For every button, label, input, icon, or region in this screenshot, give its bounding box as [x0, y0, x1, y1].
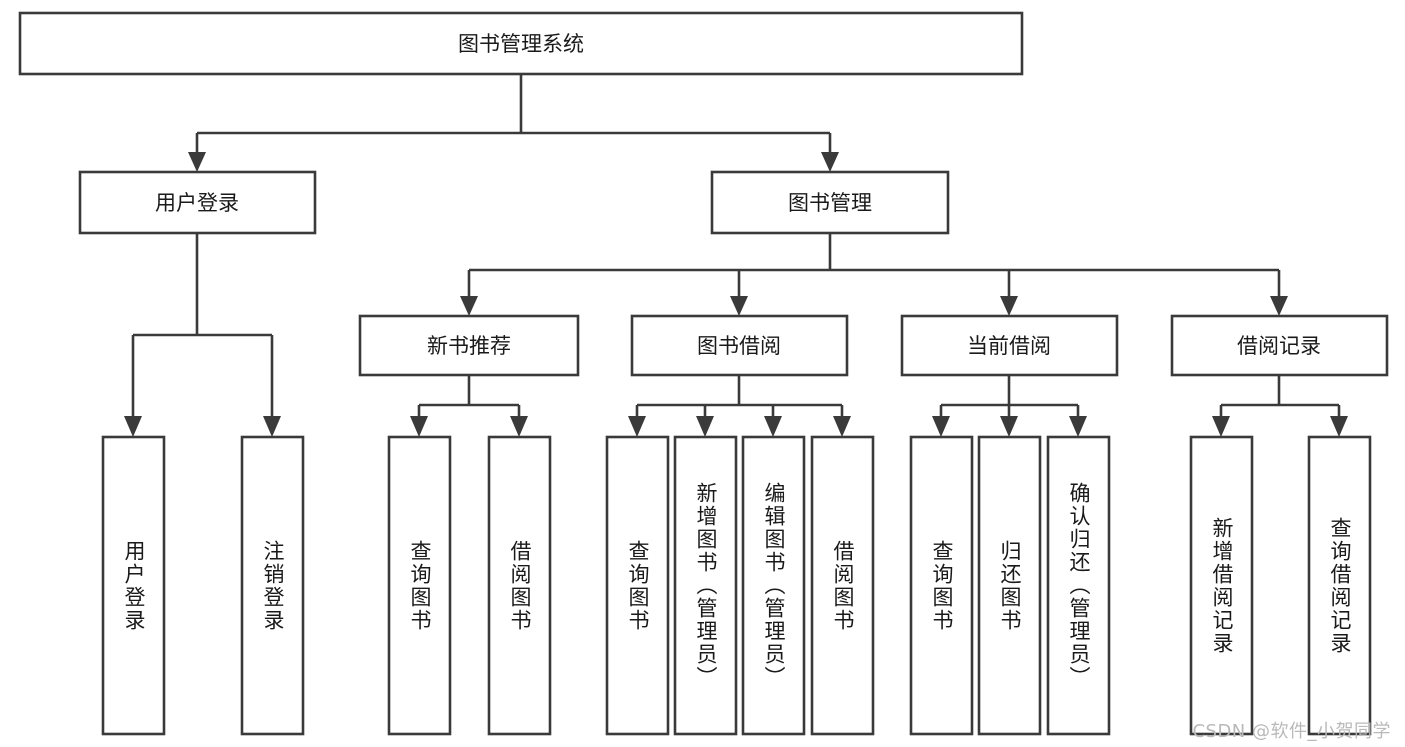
node-leaf-edit-book[interactable] — [741, 435, 806, 736]
node-new-book-rec[interactable] — [358, 314, 580, 377]
arrowhead-leaf-edit-book — [764, 416, 782, 437]
node-root-label: 图书管理系统 — [458, 32, 584, 56]
node-leaf-query-book-1[interactable] — [387, 435, 452, 736]
arrowhead-leaf-return-book — [1000, 416, 1018, 437]
node-leaf-query-book-2[interactable] — [605, 435, 670, 736]
node-borrow-record-label: 借阅记录 — [1237, 334, 1321, 358]
node-leaf-confirm-return[interactable] — [1046, 435, 1111, 736]
node-leaf-add-book[interactable] — [673, 435, 738, 736]
arrowhead-user-login — [188, 152, 206, 172]
node-leaf-return-book[interactable] — [977, 435, 1042, 736]
node-borrow-record[interactable] — [1170, 314, 1389, 377]
arrowhead-leaf-query-book-2 — [628, 416, 646, 437]
node-current-borrow-label: 当前借阅 — [967, 334, 1051, 358]
arrowhead-book-manage — [821, 152, 839, 172]
arrowhead-leaf-query-book-1 — [410, 416, 428, 437]
arrowhead-borrow-record — [1270, 296, 1288, 316]
node-layer: 图书管理系统 用户登录 图书管理 新书推荐 图书借阅 当前借阅 借阅记录 — [18, 11, 1389, 736]
arrowhead-leaf-query-record — [1330, 416, 1348, 437]
connector-layer — [124, 74, 1348, 437]
arrowhead-leaf-confirm-return — [1069, 416, 1087, 437]
node-book-manage-label: 图书管理 — [788, 191, 872, 215]
arrowhead-leaf-query-book-3 — [932, 416, 950, 437]
arrowhead-leaf-borrow-book-2 — [833, 416, 851, 437]
node-leaf-borrow-book-1[interactable] — [487, 435, 552, 736]
node-leaf-query-record[interactable] — [1307, 435, 1372, 736]
arrowhead-leaf-user-logout — [263, 416, 281, 437]
node-user-login[interactable] — [78, 170, 317, 235]
node-leaf-user-logout[interactable] — [240, 435, 305, 736]
arrowhead-leaf-user-login — [124, 416, 142, 437]
node-current-borrow[interactable] — [900, 314, 1119, 377]
node-book-borrow-label: 图书借阅 — [697, 334, 781, 358]
node-leaf-user-login[interactable] — [101, 435, 166, 736]
node-leaf-query-book-3[interactable] — [909, 435, 974, 736]
arrowhead-leaf-add-record — [1212, 416, 1230, 437]
node-new-book-rec-label: 新书推荐 — [427, 334, 511, 358]
csdn-watermark: CSDN @软件_小贺同学 — [1192, 721, 1391, 742]
node-leaf-borrow-book-2[interactable] — [810, 435, 875, 736]
node-user-login-label: 用户登录 — [155, 191, 239, 215]
node-root[interactable] — [18, 11, 1024, 76]
arrowhead-leaf-add-book — [696, 416, 714, 437]
arrowhead-book-borrow — [730, 296, 748, 316]
arrowhead-leaf-borrow-book-1 — [510, 416, 528, 437]
node-leaf-add-record[interactable] — [1189, 435, 1254, 736]
node-book-manage[interactable] — [710, 170, 950, 235]
arrowhead-current-borrow — [1000, 296, 1018, 316]
arrowhead-new-book-rec — [460, 296, 478, 316]
node-book-borrow[interactable] — [630, 314, 849, 377]
